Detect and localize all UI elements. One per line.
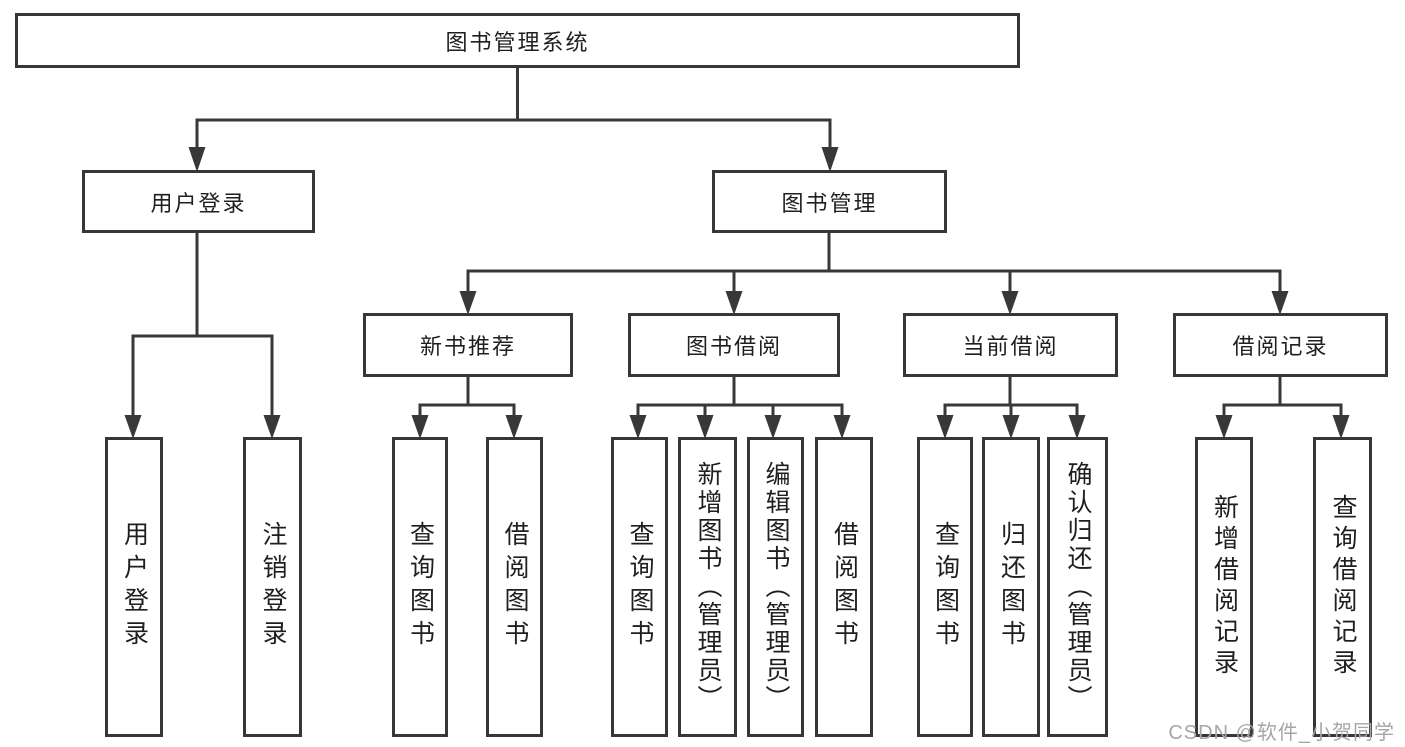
leaf-query-books-current: 查询图书 <box>917 437 973 737</box>
csdn-watermark: CSDN @软件_小贺同学 <box>1168 722 1395 744</box>
leaf-add-book-admin: 新增图书（管理员） <box>678 437 737 737</box>
node-label: 注销登录 <box>259 521 287 653</box>
node-label: 图书借阅 <box>685 334 782 359</box>
leaf-return-book: 归还图书 <box>982 437 1040 737</box>
node-current-borrowing: 当前借阅 <box>903 313 1118 377</box>
node-book-management: 图书管理 <box>712 170 947 233</box>
node-label: 新增图书（管理员） <box>694 461 722 713</box>
root-node-library-system: 图书管理系统 <box>15 13 1020 68</box>
node-new-book-recommend: 新书推荐 <box>363 313 573 377</box>
node-label: 编辑图书（管理员） <box>762 461 790 713</box>
leaf-borrow-books-borrowing: 借阅图书 <box>815 437 873 737</box>
leaf-borrow-books-recommend: 借阅图书 <box>486 437 543 737</box>
leaf-query-books-recommend: 查询图书 <box>392 437 448 737</box>
node-book-borrowing: 图书借阅 <box>628 313 840 377</box>
node-label: 用户登录 <box>150 190 247 216</box>
node-label: 用户登录 <box>120 521 149 653</box>
leaf-query-books-borrowing: 查询图书 <box>611 437 668 737</box>
node-label: 归还图书 <box>997 521 1026 653</box>
node-user-login: 用户登录 <box>82 170 315 233</box>
node-label: 图书管理系统 <box>445 29 590 55</box>
leaf-logout: 注销登录 <box>243 437 302 737</box>
node-label: 借阅记录 <box>1232 334 1329 359</box>
node-label: 图书管理 <box>781 190 878 216</box>
node-label: 新书推荐 <box>419 334 516 359</box>
leaf-query-borrow-record: 查询借阅记录 <box>1313 437 1372 737</box>
node-borrowing-records: 借阅记录 <box>1173 313 1388 377</box>
node-label: 查询借阅记录 <box>1329 494 1357 680</box>
leaf-edit-book-admin: 编辑图书（管理员） <box>747 437 804 737</box>
node-label: 查询图书 <box>406 521 435 653</box>
leaf-add-borrow-record: 新增借阅记录 <box>1195 437 1253 737</box>
node-label: 确认归还（管理员） <box>1064 461 1092 713</box>
leaf-user-login: 用户登录 <box>105 437 163 737</box>
node-label: 查询图书 <box>931 521 960 653</box>
node-label: 新增借阅记录 <box>1210 494 1239 680</box>
node-label: 查询图书 <box>626 521 654 653</box>
node-label: 借阅图书 <box>501 521 529 653</box>
node-label: 借阅图书 <box>830 521 859 653</box>
leaf-confirm-return-admin: 确认归还（管理员） <box>1047 437 1108 737</box>
node-label: 当前借阅 <box>962 334 1059 359</box>
